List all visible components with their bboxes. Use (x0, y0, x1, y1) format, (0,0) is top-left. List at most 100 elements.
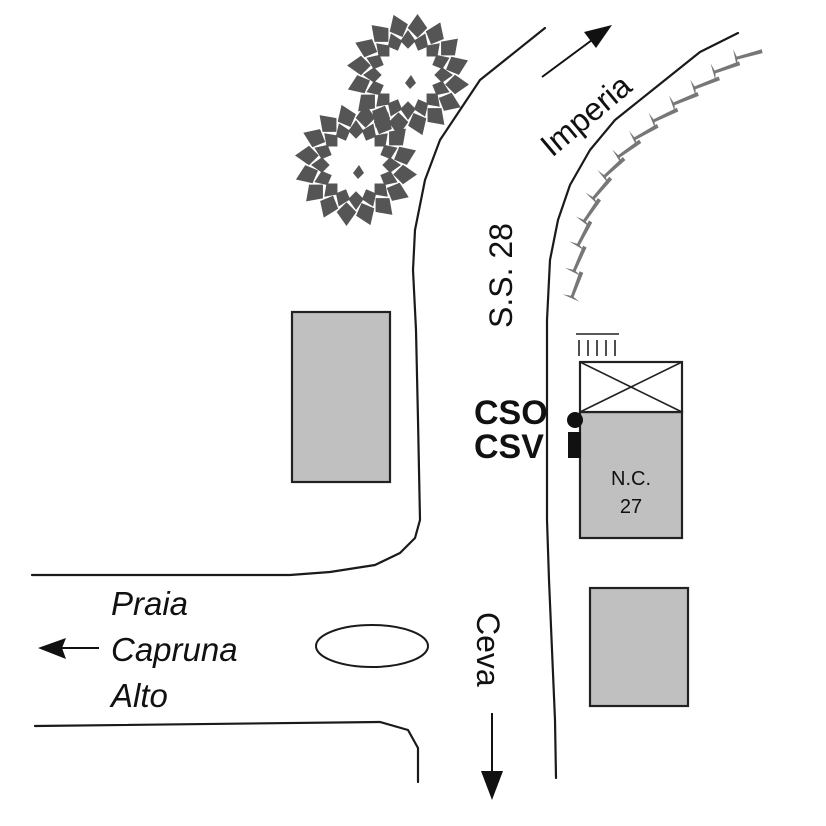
embankment-tick (564, 245, 587, 277)
direction-label-west-3: Alto (109, 677, 168, 714)
embankment-tick (690, 76, 720, 97)
direction-label-south: Ceva (470, 612, 506, 687)
tree-leaf (407, 14, 428, 38)
tree-leaf (400, 101, 416, 120)
tree-leaf (347, 75, 370, 94)
tree-leaf (361, 123, 377, 141)
tree-leaf (366, 80, 384, 96)
tree-leaf (389, 14, 408, 37)
tree-leaf (306, 184, 323, 202)
tree-leaf (446, 56, 468, 75)
tree-leaf (366, 54, 384, 70)
road-edge-east (545, 31, 740, 780)
embankment-tick (585, 176, 613, 206)
building-southeast[interactable] (588, 586, 690, 708)
tree-leaf (432, 54, 450, 70)
direction-label-west-2: Capruna (111, 631, 238, 668)
tree-leaf (394, 146, 416, 165)
tree-leaf (355, 39, 378, 58)
embankment-tick (669, 92, 699, 113)
tree-leaf (441, 38, 458, 56)
tree-leaf (432, 80, 450, 96)
building-id-line2: 27 (620, 496, 642, 518)
filled-rectangle-icon[interactable] (568, 432, 581, 458)
building-nc27[interactable] (578, 410, 684, 540)
tree-leaf (374, 133, 388, 147)
tree-leaf (348, 191, 364, 210)
stairs-icon (576, 333, 619, 356)
road-name-label: S.S. 28 (483, 223, 519, 328)
tree-leaf (380, 144, 398, 160)
embankment-tick (575, 198, 602, 228)
marker-label-cso: CSO (474, 394, 548, 432)
tree-leaf (434, 67, 454, 83)
tree-icon (295, 14, 469, 226)
tree-leaf (427, 108, 445, 125)
tree-leaf (319, 115, 337, 132)
tree-leaf (314, 144, 332, 160)
tree-center (405, 75, 416, 89)
tree-leaf (320, 195, 339, 218)
tree-leaf (314, 170, 332, 186)
tree-leaf (413, 99, 429, 117)
tree-leaf (373, 112, 392, 135)
tree-leaf (438, 92, 461, 111)
tree-leaf (324, 133, 338, 147)
embankment-tick (597, 157, 626, 184)
tree-leaf (337, 104, 356, 127)
building-id-line1: N.C. (611, 468, 651, 490)
tree-leaf (400, 30, 416, 49)
tree-leaf (362, 67, 382, 83)
tree-leaf (425, 22, 444, 45)
tree-leaf (303, 129, 326, 148)
tree-leaf (376, 43, 390, 57)
tree-leaf (375, 198, 393, 215)
tree-leaf (380, 170, 398, 186)
tree-leaf (356, 203, 375, 226)
tree-leaf (376, 93, 390, 107)
filled-circle-icon[interactable] (567, 412, 583, 428)
tree-leaf (445, 74, 469, 95)
tree-leaf (389, 128, 406, 146)
embankment-tick (569, 220, 593, 251)
tree-leaf (310, 157, 330, 173)
tree-leaf (387, 99, 403, 117)
tree-leaf (426, 93, 440, 107)
tree-leaf (393, 164, 417, 185)
embankment-tick (629, 124, 659, 148)
tree-leaf (371, 25, 389, 42)
embankment-tick (562, 271, 584, 302)
tree-center (353, 165, 364, 179)
tree-leaf (295, 145, 319, 166)
direction-label-west-1: Praia (111, 585, 188, 622)
arrow-down-icon (481, 713, 503, 800)
embankment-tick (710, 61, 741, 81)
embankment-hatch-icon (562, 49, 763, 302)
arrow-up-right-icon (541, 25, 612, 78)
tree-leaf (336, 202, 357, 226)
tree-leaf (361, 189, 377, 207)
tree-leaf (358, 94, 375, 112)
tree-leaf (295, 165, 318, 184)
tree-leaf (347, 55, 371, 76)
tree-leaf (426, 43, 440, 57)
tree-leaf (382, 157, 402, 173)
tree-leaf (335, 189, 351, 207)
road-edge-west-upper (30, 26, 547, 577)
ellipse-icon (315, 624, 429, 668)
tree-leaf (374, 183, 388, 197)
annex-cross-line (579, 361, 683, 413)
tree-leaf (324, 183, 338, 197)
road-edge-west-lower (33, 720, 420, 784)
tree-leaf (335, 123, 351, 141)
embankment-tick (648, 107, 679, 130)
tree-leaf (408, 113, 427, 136)
tree-leaf (413, 33, 429, 51)
marker-label-csv: CSV (474, 428, 544, 466)
building-west[interactable] (290, 310, 392, 484)
embankment-tick (733, 49, 763, 67)
tree-leaf (348, 120, 364, 139)
tree-leaf (386, 182, 409, 201)
